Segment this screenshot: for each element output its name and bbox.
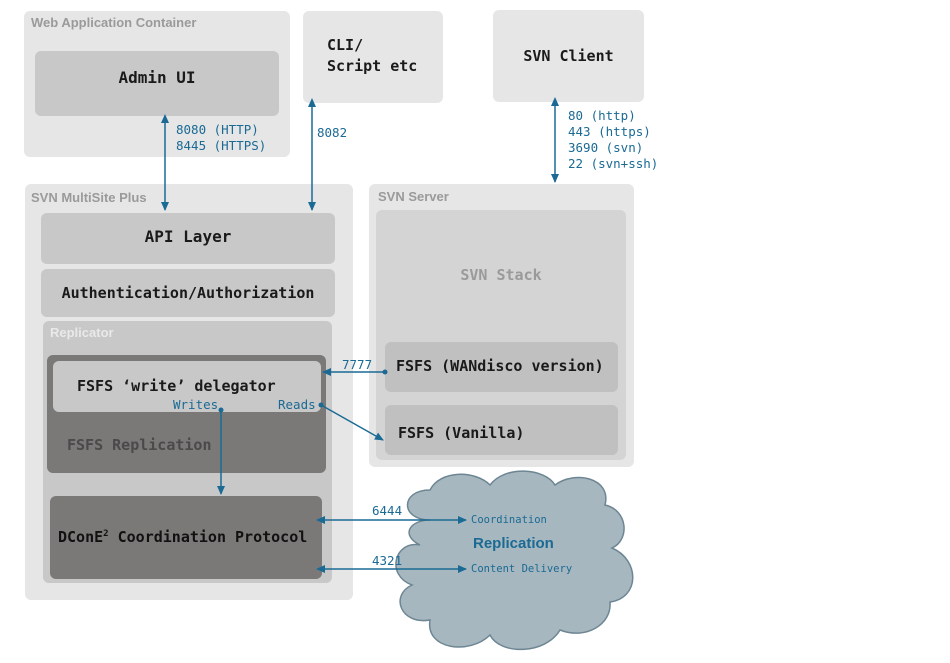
cloud-replication-title: Replication [473,535,554,552]
fsfs-wandisco-label: FSFS (WANdisco version) [396,357,604,375]
api-layer-box[interactable] [41,213,335,264]
web-application-container-title: Web Application Container [31,15,197,30]
client-port-label: 80 (http) 443 (https) 3690 (svn) 22 (svn… [568,108,659,171]
dcone-superscript: 2 [103,529,109,539]
reads-label: Reads [278,397,316,412]
replicator-title: Replicator [50,325,114,340]
fsfs-vanilla-box[interactable] [385,405,618,455]
fsfs-wandisco-box[interactable] [385,342,618,392]
svn-multisite-plus-title: SVN MultiSite Plus [31,190,147,205]
admin-ui-label: Admin UI [118,68,196,87]
cloud-content-delivery-label: Content Delivery [471,563,573,575]
auth-box[interactable] [41,269,335,317]
svn-stack-label: SVN Stack [460,266,542,284]
dcone-protocol-box[interactable] [50,496,322,579]
cli-label-line2: Script etc [327,57,418,75]
dcone-protocol-label: DConE2 Coordination Protocol [58,528,307,546]
fsfs-write-delegator-box[interactable] [53,361,321,412]
admin-port-label: 8080 (HTTP) 8445 (HTTPS) [176,122,267,153]
admin-ui-box[interactable] [35,51,279,116]
svn-client-box[interactable] [493,10,644,102]
cli-script-box[interactable] [303,11,443,103]
fsfs-vanilla-label: FSFS (Vanilla) [398,424,525,442]
svn-server-title: SVN Server [378,189,449,204]
cli-port-label: 8082 [317,125,348,140]
port-6444-label: 6444 [372,503,403,518]
svn-client-label: SVN Client [523,47,614,65]
port-7777-label: 7777 [342,357,373,372]
replication-cloud [395,470,634,651]
fsfs-write-delegator-label: FSFS ‘write’ delegator [77,377,276,395]
port-4321-label: 4321 [372,553,403,568]
fsfs-replication-label: FSFS Replication [67,436,212,454]
cloud-coordination-label: Coordination [471,514,547,526]
writes-label: Writes [173,397,219,412]
api-layer-label: API Layer [144,227,232,246]
dcone-suffix: Coordination Protocol [108,528,308,546]
auth-label: Authentication/Authorization [61,284,315,302]
cli-label-line1: CLI/ [327,36,364,54]
dcone-prefix: DConE [58,528,104,546]
